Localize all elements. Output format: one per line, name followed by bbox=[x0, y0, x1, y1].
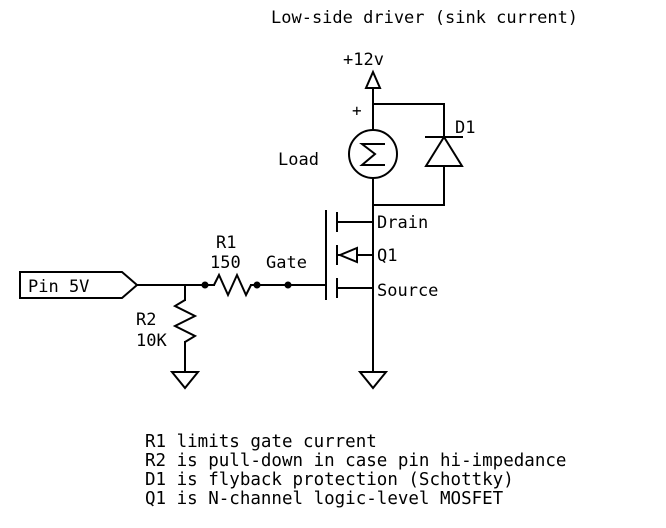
diode-label: D1 bbox=[455, 118, 475, 138]
pin-label: Pin 5V bbox=[28, 277, 89, 297]
note-line-3: D1 is flyback protection (Schottky) bbox=[145, 470, 514, 490]
r1-value-label: 150 bbox=[210, 253, 241, 273]
note-line-4: Q1 is N-channel logic-level MOSFET bbox=[145, 489, 504, 509]
load-sigma-icon bbox=[359, 143, 385, 166]
r2-value-label: 10K bbox=[136, 331, 167, 351]
mosfet-body-arrow-icon bbox=[337, 246, 358, 264]
junction-dot-r1-right bbox=[253, 281, 261, 289]
note-line-1: R1 limits gate current bbox=[145, 432, 377, 452]
load-body-icon bbox=[348, 129, 398, 179]
ground-symbol-r2-icon bbox=[169, 371, 201, 390]
ground-symbol-source-icon bbox=[357, 371, 389, 390]
diagram-title: Low-side driver (sink current) bbox=[271, 8, 578, 28]
r1-resistor-icon bbox=[213, 272, 252, 298]
pin-port-icon bbox=[19, 271, 139, 299]
supply-label: +12v bbox=[343, 50, 384, 70]
diode-triangle-icon bbox=[424, 135, 464, 167]
note-line-2: R2 is pull-down in case pin hi-impedance bbox=[145, 451, 566, 471]
r2-resistor-icon bbox=[172, 299, 198, 343]
r2-ref-label: R2 bbox=[136, 310, 156, 330]
transistor-label: Q1 bbox=[377, 246, 397, 266]
supply-arrow-icon bbox=[364, 69, 382, 89]
r1-ref-label: R1 bbox=[216, 233, 236, 253]
load-label: Load bbox=[278, 150, 319, 170]
source-label: Source bbox=[377, 281, 438, 301]
drain-label: Drain bbox=[377, 213, 428, 233]
load-polarity-label: + bbox=[352, 101, 362, 120]
junction-dot-gate bbox=[284, 281, 292, 289]
gate-label: Gate bbox=[266, 253, 307, 273]
